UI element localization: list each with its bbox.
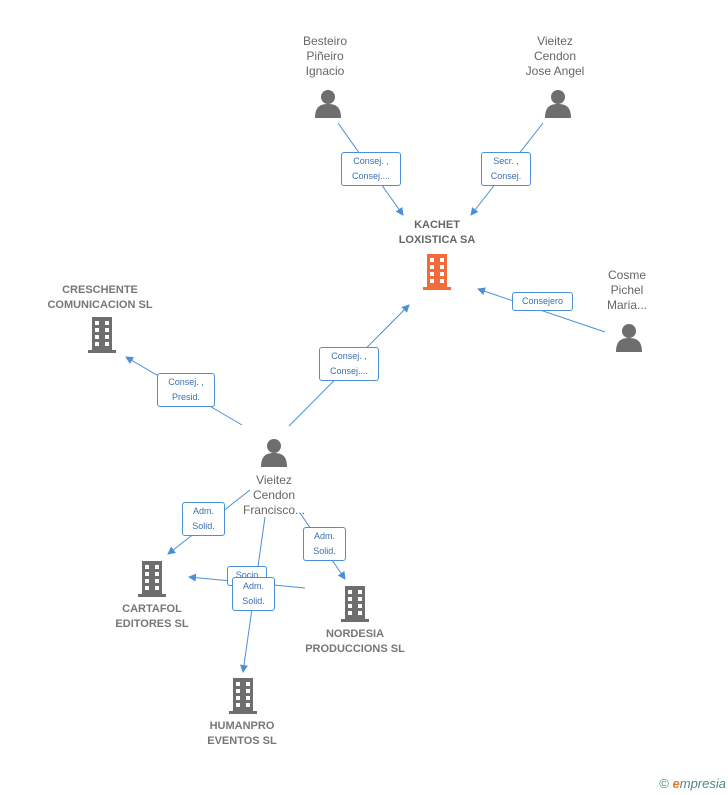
person-icon[interactable]	[615, 322, 643, 352]
node-label-cosme[interactable]: Cosme Pichel Maria...	[606, 268, 647, 312]
building-icon[interactable]	[422, 254, 452, 290]
person-icon[interactable]	[544, 88, 572, 118]
edge-label-besteiro-kachet[interactable]: Consej. , Consej....	[341, 152, 401, 186]
edge-label-fran-cartafol[interactable]: Adm. Solid.	[182, 502, 225, 536]
brand-logo-letter: e	[672, 776, 680, 791]
building-icon[interactable]	[137, 561, 167, 597]
person-icon[interactable]	[260, 437, 288, 467]
edge-label-fran-humanpro[interactable]: Adm. Solid.	[232, 577, 275, 611]
node-label-besteiro[interactable]: Besteiro Piñeiro Ignacio	[302, 34, 348, 78]
building-icon[interactable]	[228, 678, 258, 714]
edge-label-jose-kachet[interactable]: Secr. , Consej.	[481, 152, 531, 186]
edge-label-fran-creschente[interactable]: Consej. , Presid.	[157, 373, 215, 407]
copyright-icon: ©	[659, 776, 669, 791]
building-icon[interactable]	[87, 317, 117, 353]
person-icon[interactable]	[314, 88, 342, 118]
brand-name: mpresia	[679, 776, 726, 791]
node-label-cartafol[interactable]: CARTAFOL EDITORES SL	[115, 603, 189, 630]
edge-label-fran-kachet[interactable]: Consej. , Consej....	[319, 347, 379, 381]
node-label-creschente[interactable]: CRESCHENTE COMUNICACION SL	[47, 284, 153, 311]
edge-label-cosme-kachet[interactable]: Consejero	[512, 292, 573, 311]
node-label-nordesia[interactable]: NORDESIA PRODUCCIONS SL	[305, 628, 405, 655]
node-label-vieitez-jose[interactable]: Vieitez Cendon Jose Angel	[525, 34, 585, 78]
building-icon[interactable]	[340, 586, 370, 622]
node-label-humanpro[interactable]: HUMANPRO EVENTOS SL	[207, 720, 277, 747]
node-label-kachet[interactable]: KACHET LOXISTICA SA	[398, 219, 476, 246]
brand-watermark: © empresia	[659, 776, 726, 791]
node-label-vieitez-francisco[interactable]: Vieitez Cendon Francisco...	[242, 473, 305, 517]
edge-label-fran-nordesia[interactable]: Adm. Solid.	[303, 527, 346, 561]
